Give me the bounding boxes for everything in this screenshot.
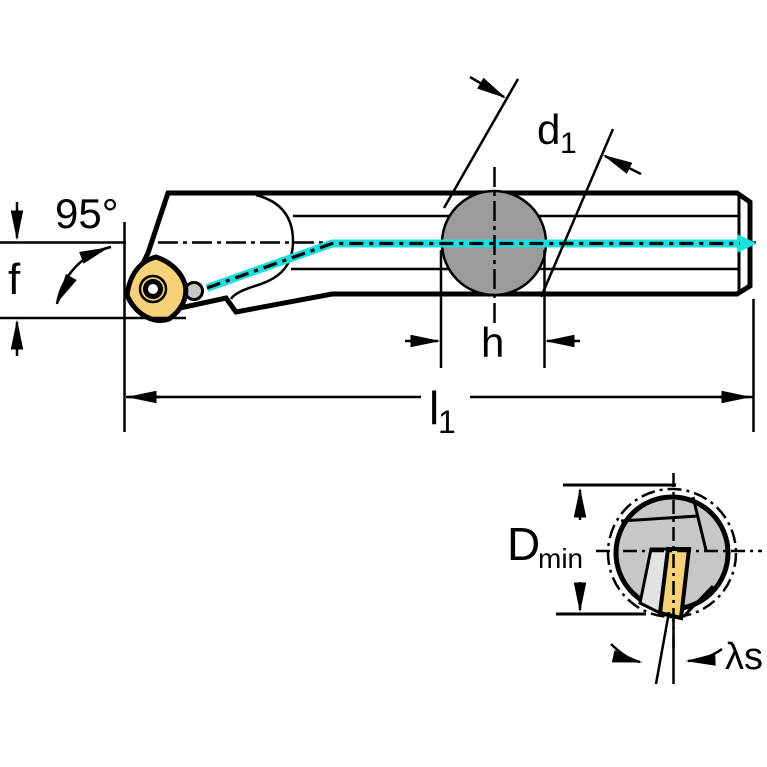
- svg-text:1: 1: [438, 404, 456, 440]
- svg-text:d: d: [537, 106, 560, 153]
- insert-hole-outer: [138, 274, 168, 304]
- head-blend-curve: [229, 193, 295, 300]
- f-dimension: [0, 202, 186, 356]
- tool-body: [124, 190, 753, 315]
- lambda-arrow-left: [610, 643, 643, 664]
- dmin-label: D min: [507, 518, 583, 574]
- angle-label: 95°: [55, 190, 119, 237]
- angle-arc: [55, 245, 112, 305]
- svg-text:l: l: [429, 382, 439, 434]
- svg-text:min: min: [538, 543, 583, 574]
- angle-arrow-top: [79, 246, 110, 264]
- h-dimension: [405, 250, 580, 368]
- d1-arrow-right: [602, 154, 642, 176]
- angle-dimension: [55, 245, 112, 305]
- head-edge-lower: [681, 584, 715, 619]
- lambda-arrow-right: [685, 647, 723, 666]
- head-edge-upper: [620, 514, 699, 523]
- d1-dimension: [442, 75, 642, 298]
- f-label: f: [8, 255, 21, 304]
- lambda-dimension: [610, 643, 723, 666]
- end-view: D min λs: [507, 473, 763, 685]
- l1-label: l 1: [429, 382, 456, 440]
- head-edge-steep: [691, 496, 708, 551]
- d1-arrow-left: [469, 75, 507, 99]
- lambda-leg-tilted: [654, 611, 671, 685]
- svg-text:1: 1: [560, 127, 577, 160]
- d1-ext-right: [539, 128, 615, 298]
- svg-text:D: D: [507, 518, 540, 570]
- coolant-channel: [205, 234, 757, 292]
- h-label: h: [481, 319, 504, 366]
- lambda-label: λs: [725, 636, 763, 678]
- main-view: 95° f d 1 h l 1: [0, 75, 757, 440]
- insert-hole-inner: [143, 279, 163, 299]
- coolant-arrow-icon: [737, 234, 757, 253]
- d1-ext-left: [442, 78, 520, 209]
- d1-label: d 1: [537, 106, 577, 160]
- coolant-dashes: [206, 241, 740, 290]
- dmin-dimension: [556, 483, 676, 616]
- angle-arrow-bottom: [56, 273, 77, 304]
